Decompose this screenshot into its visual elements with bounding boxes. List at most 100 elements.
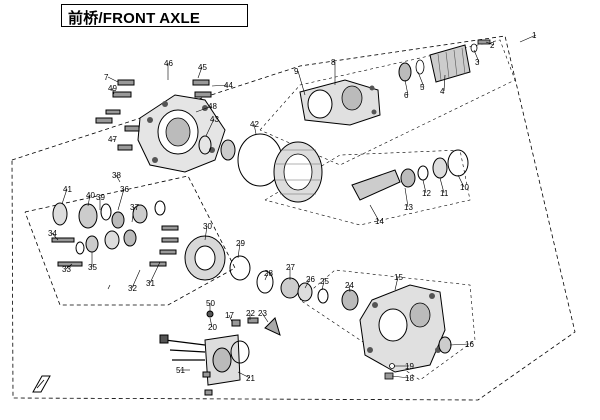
callout-leader-15 <box>394 276 399 291</box>
callout-6: 6 <box>404 91 409 100</box>
callout-leader-4 <box>443 74 446 92</box>
callout-16: 16 <box>465 340 474 349</box>
callout-41: 41 <box>63 185 72 194</box>
diagram-title: 前桥/FRONT AXLE <box>68 10 201 27</box>
callout-leader-41 <box>61 188 68 205</box>
callout-42: 42 <box>250 120 259 129</box>
callout-leader-21 <box>237 371 251 379</box>
oring-42 <box>198 135 212 155</box>
callout-leader-33 <box>65 263 73 270</box>
callout-leader-20 <box>209 317 213 328</box>
callout-45: 45 <box>198 63 207 72</box>
callout-leader-16 <box>449 343 470 346</box>
callout-40: 40 <box>86 191 95 200</box>
callout-leader-6 <box>404 79 409 96</box>
callout-leader-40 <box>87 194 91 207</box>
callout-35: 35 <box>88 263 97 272</box>
pinion-boundary-line <box>264 149 471 226</box>
callout-leader-7 <box>107 76 119 83</box>
callout-48: 48 <box>208 102 217 111</box>
callout-25: 25 <box>320 277 329 286</box>
callout-leader-undefined <box>107 284 111 290</box>
callout-5: 5 <box>420 83 425 92</box>
pin-2 <box>477 39 491 45</box>
callout-14: 14 <box>375 217 384 226</box>
callout-37: 37 <box>130 203 139 212</box>
callout-leader-2 <box>485 41 495 46</box>
callout-leader-34 <box>51 232 59 241</box>
input-housing-part <box>299 79 381 126</box>
callout-leader-5 <box>417 71 425 88</box>
callout-leader-44 <box>211 84 229 87</box>
callout-44: 44 <box>224 81 233 90</box>
pinion-shaft-part <box>351 149 469 201</box>
callout-29: 29 <box>236 239 245 248</box>
callout-22: 22 <box>246 309 255 318</box>
differential-gears <box>51 200 251 281</box>
callout-18: 18 <box>405 374 414 383</box>
callout-32: 32 <box>128 284 137 293</box>
differential-boundary-line <box>24 175 236 306</box>
left-bolts <box>95 79 212 151</box>
callout-leader-1 <box>519 34 537 43</box>
callout-21: 21 <box>246 374 255 383</box>
callout-leader-29 <box>237 242 241 259</box>
callout-51: 51 <box>176 366 185 375</box>
callout-8: 8 <box>331 58 336 67</box>
callout-leader-37 <box>131 206 135 223</box>
ring-gear-part <box>273 141 323 203</box>
callout-23: 23 <box>258 309 267 318</box>
callout-leader-13 <box>404 187 409 208</box>
callout-11: 11 <box>440 189 449 198</box>
case-boundary-line <box>299 269 476 381</box>
callout-leader-3 <box>473 49 480 63</box>
callout-leader-28 <box>264 272 269 281</box>
callout-26: 26 <box>306 275 315 284</box>
callout-46: 46 <box>164 59 173 68</box>
callout-leader-38 <box>115 174 121 183</box>
callout-17: 17 <box>225 311 234 320</box>
callout-leader-43 <box>205 118 215 137</box>
callout-1: 1 <box>532 31 537 40</box>
callout-4: 4 <box>440 87 445 96</box>
callout-leader-36 <box>117 188 125 211</box>
callout-30: 30 <box>203 222 212 231</box>
spring-5 <box>415 59 425 75</box>
callout-leader-30 <box>204 225 208 241</box>
callout-31: 31 <box>146 279 155 288</box>
callout-leader-11 <box>439 177 445 194</box>
callout-47: 47 <box>108 135 117 144</box>
callout-leader-26 <box>304 278 311 289</box>
callout-leader-25 <box>321 280 325 291</box>
callout-9: 9 <box>294 67 299 76</box>
callout-leader-18 <box>391 375 410 379</box>
bearing-24-left <box>220 139 236 161</box>
diagram-title-box: 前桥/FRONT AXLE <box>61 4 248 27</box>
callout-leader-45 <box>197 66 203 79</box>
callout-38: 38 <box>112 171 121 180</box>
main-case-part <box>359 284 446 373</box>
callout-leader-23 <box>261 312 269 323</box>
washer-3 <box>470 43 478 53</box>
callout-leader-47 <box>111 138 117 141</box>
callout-39: 39 <box>96 193 105 202</box>
callout-27: 27 <box>286 263 295 272</box>
callout-19: 19 <box>405 362 414 371</box>
callout-leader-49 <box>111 87 115 95</box>
washer-19 <box>389 363 395 369</box>
callout-43: 43 <box>210 115 219 124</box>
callout-leader-31 <box>149 261 161 284</box>
callout-leader-24 <box>348 284 351 293</box>
output-gear-set <box>256 270 359 311</box>
callout-13: 13 <box>404 203 413 212</box>
callout-leader-32 <box>131 269 141 289</box>
callout-leader-17 <box>228 314 233 323</box>
actuator-part <box>159 310 281 396</box>
callout-leader-48 <box>195 105 213 113</box>
callout-24: 24 <box>345 281 354 290</box>
callout-50: 50 <box>206 299 215 308</box>
callout-leader-42 <box>253 123 257 135</box>
callout-leader-10 <box>457 174 465 188</box>
